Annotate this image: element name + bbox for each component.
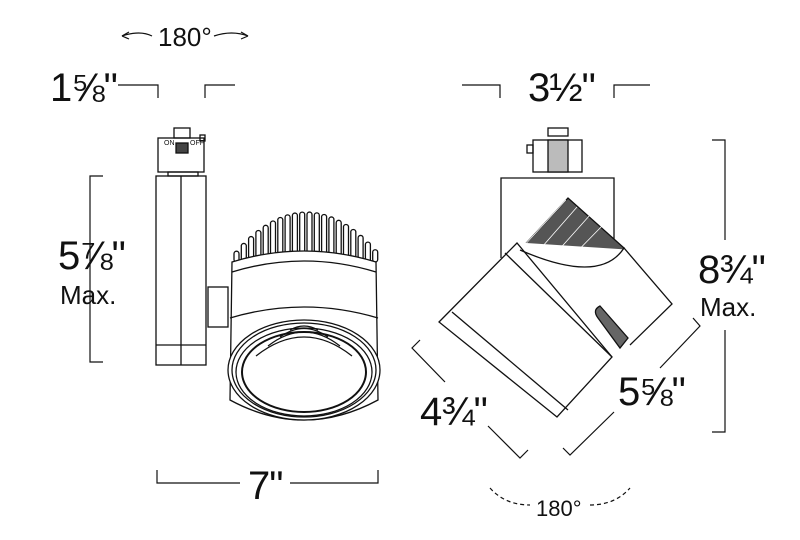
front-view-fixture bbox=[438, 127, 673, 418]
length-label: 7" bbox=[248, 464, 283, 508]
tilt-label: 180° bbox=[536, 496, 582, 521]
front-width-label: 3½" bbox=[528, 66, 596, 110]
adapter-width-label: 1⅝" bbox=[50, 66, 118, 110]
heatsink-fin bbox=[372, 249, 379, 263]
switch-off-label: OFF bbox=[190, 140, 204, 147]
front-height-label: 8¾" bbox=[698, 248, 766, 292]
rotation-label-top: 180° bbox=[158, 22, 212, 52]
side-height-note: Max. bbox=[60, 280, 117, 310]
side-view-fixture bbox=[155, 127, 381, 421]
heatsink-fins bbox=[233, 211, 379, 263]
head-length-label: 5⅝" bbox=[618, 370, 686, 414]
head-diameter-label: 4¾" bbox=[420, 390, 488, 434]
front-height-note: Max. bbox=[700, 292, 757, 322]
switch-on-label: ON bbox=[164, 140, 175, 147]
dimension-lines bbox=[89, 31, 726, 506]
lens bbox=[227, 319, 381, 421]
side-height-label: 5⅞" bbox=[58, 234, 126, 278]
